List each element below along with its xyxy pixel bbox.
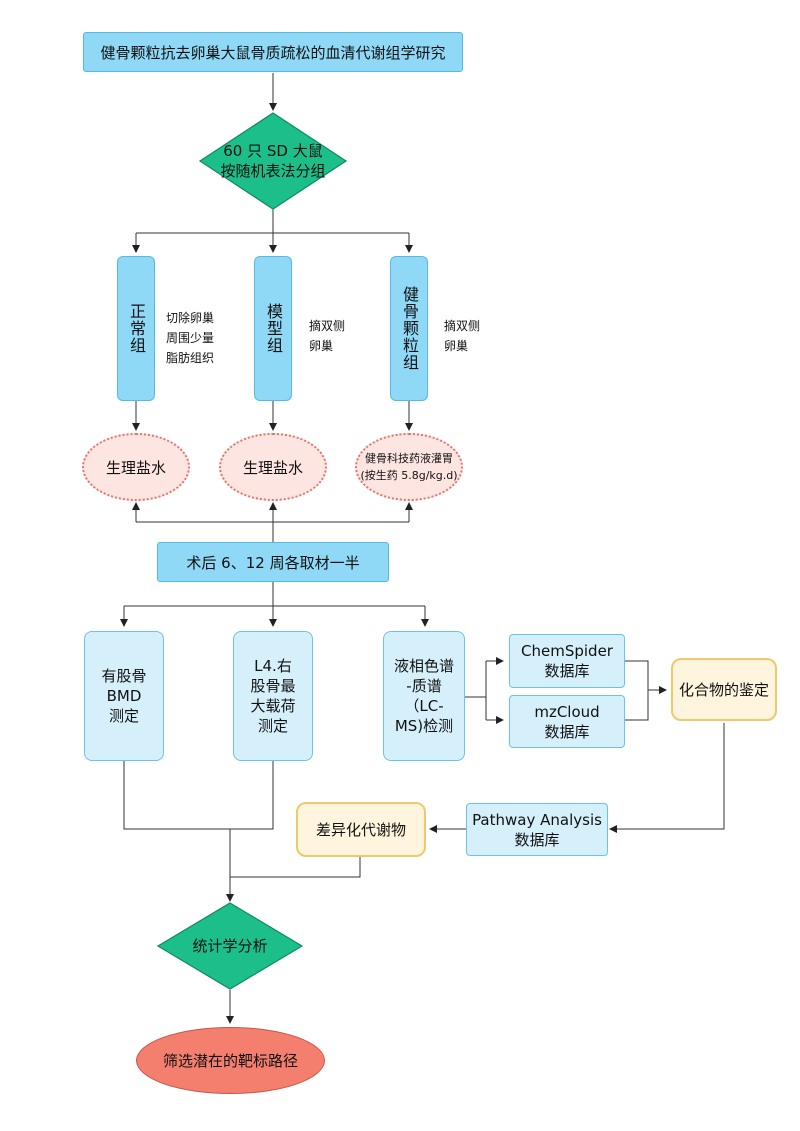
group-jiangu: 健骨颗粒组: [390, 256, 428, 401]
treatment-model: 生理盐水: [219, 433, 327, 501]
group-model: 模型组: [254, 256, 292, 401]
sampling-box: 术后 6、12 周各取材一半: [157, 542, 389, 582]
group-normal-note: 切除卵巢 周围少量 脂肪组织: [166, 311, 215, 365]
edge-metabolites-merge: [230, 857, 361, 878]
chemspider-db: ChemSpider 数据库: [509, 634, 625, 688]
group-model-note: 摘双侧 卵巢: [309, 319, 346, 353]
load-test-box: L4.右 股骨最 大载荷 测定: [233, 631, 313, 761]
title-box: 健骨颗粒抗去卵巢大鼠骨质疏松的血清代谢组学研究: [83, 32, 463, 72]
result-ellipse: 筛选潜在的靶标路径: [136, 1027, 325, 1094]
mzcloud-db: mzCloud 数据库: [509, 695, 625, 748]
title-text: 健骨颗粒抗去卵巢大鼠骨质疏松的血清代谢组学研究: [100, 43, 446, 62]
treatment-jiangu: 健骨科技药液灌胃 (按生药 5.8g/kg.d): [355, 433, 463, 501]
bmd-test-box: 有股骨 BMD 测定: [84, 631, 164, 761]
pathway-db: Pathway Analysis 数据库: [466, 803, 608, 856]
lcms-test-box: 液相色谱 -质谱 （LC- MS)检测: [383, 631, 465, 761]
grouping-text: 60 只 SD 大鼠 按随机表法分组: [220, 142, 326, 180]
identification-box: 化合物的鉴定: [671, 658, 777, 721]
edge-sampling-up: [136, 521, 409, 542]
metabolites-box: 差异化代谢物: [296, 802, 426, 857]
grouping-diamond: [198, 112, 348, 210]
statistics-text: 统计学分析: [192, 937, 268, 955]
statistics-diamond: [156, 902, 304, 990]
group-normal: 正常组: [117, 256, 155, 401]
edge-grouping-to-groups: [136, 209, 409, 234]
group-jiangu-note: 摘双侧 卵巢: [444, 319, 481, 353]
treatment-normal: 生理盐水: [82, 433, 190, 501]
edge-lcms-split: [464, 661, 487, 720]
edge-tests-merge: [123, 761, 274, 896]
edge-identification-to-pathway: [609, 723, 725, 833]
edge-sampling-to-tests: [124, 582, 425, 607]
